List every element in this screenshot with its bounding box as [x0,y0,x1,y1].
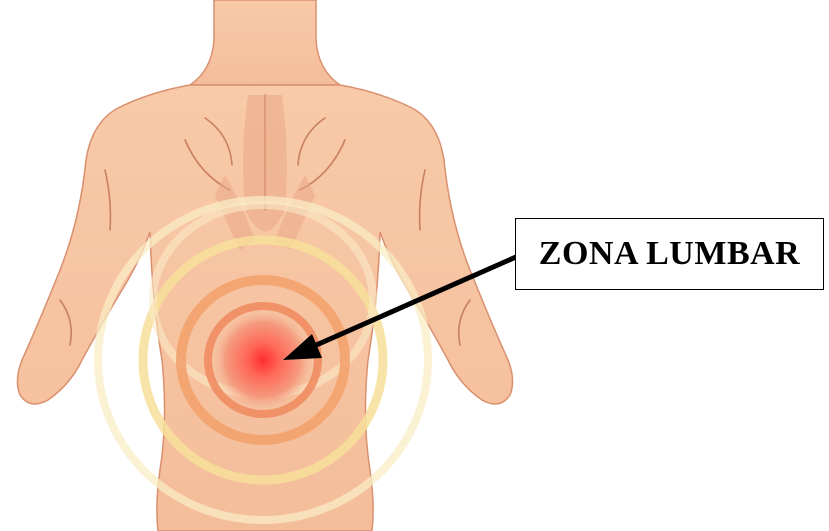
zona-lumbar-label: ZONA LUMBAR [539,235,800,273]
zona-lumbar-label-box: ZONA LUMBAR [515,218,824,290]
pain-spot-icon [213,310,313,410]
neck [190,0,340,85]
body-figure [17,0,512,531]
